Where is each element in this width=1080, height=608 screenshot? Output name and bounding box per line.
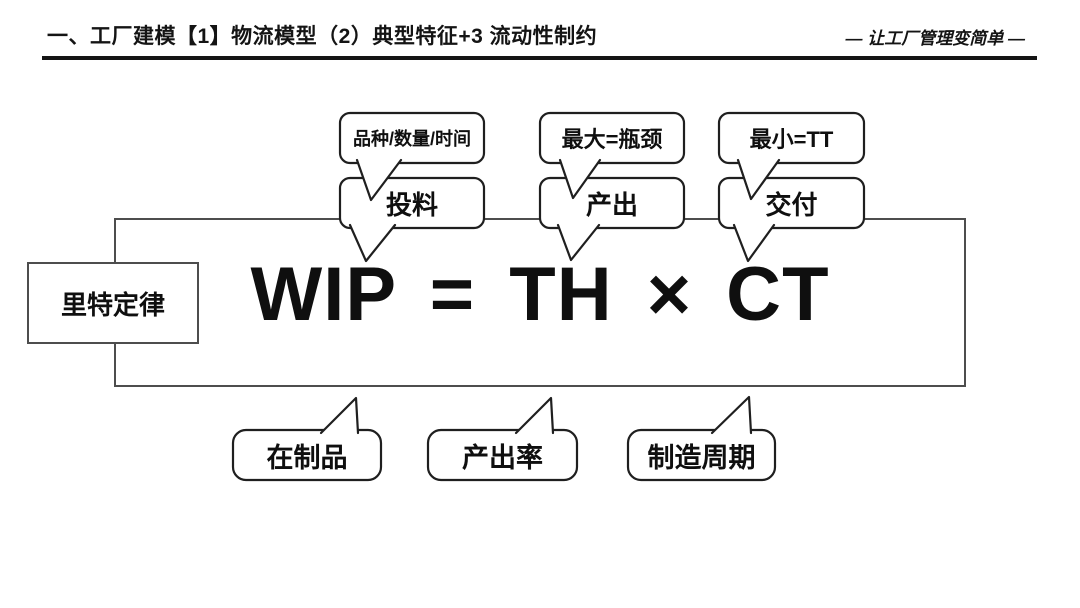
bottom-bubble-1 xyxy=(231,428,383,482)
header-slogan: — 让工厂管理变简单 — xyxy=(845,29,1025,48)
top-note-text-3: 最小=TT xyxy=(749,127,834,152)
header-divider xyxy=(42,56,1037,60)
law-box xyxy=(27,262,199,344)
formula-rect xyxy=(114,218,966,387)
top-label-tail-1 xyxy=(348,223,397,263)
bottom-tail-2 xyxy=(514,396,555,435)
bottom-tail-3 xyxy=(710,395,753,435)
top-label-text-2: 产出 xyxy=(585,189,638,220)
bottom-label-text-1: 在制品 xyxy=(266,442,348,473)
top-note-tail-3 xyxy=(736,158,781,201)
top-note-text-2: 最大=瓶颈 xyxy=(561,127,663,152)
bottom-bubble-3 xyxy=(626,428,777,482)
bottom-label-text-3: 制造周期 xyxy=(647,442,756,473)
top-note-tail-2 xyxy=(558,158,602,200)
top-note-text-1: 品种/数量/时间 xyxy=(352,129,471,149)
top-note-bubble-1 xyxy=(338,111,486,165)
top-note-bubble-3 xyxy=(717,111,866,165)
top-label-tail-3 xyxy=(732,223,776,263)
header-title: 一、工厂建模【1】物流模型（2）典型特征+3 流动性制约 xyxy=(47,25,598,48)
formula-text: WIP = TH × CT xyxy=(250,252,830,337)
top-note-bubble-2 xyxy=(538,111,686,165)
bottom-label-text-2: 产出率 xyxy=(462,442,543,473)
top-label-tail-2 xyxy=(556,223,601,262)
top-label-text-3: 交付 xyxy=(765,189,818,220)
top-note-tail-1 xyxy=(355,158,403,202)
law-label: 里特定律 xyxy=(60,289,165,320)
bottom-bubble-2 xyxy=(426,428,579,482)
bottom-tail-1 xyxy=(319,396,360,435)
top-label-text-1: 投料 xyxy=(385,189,438,220)
